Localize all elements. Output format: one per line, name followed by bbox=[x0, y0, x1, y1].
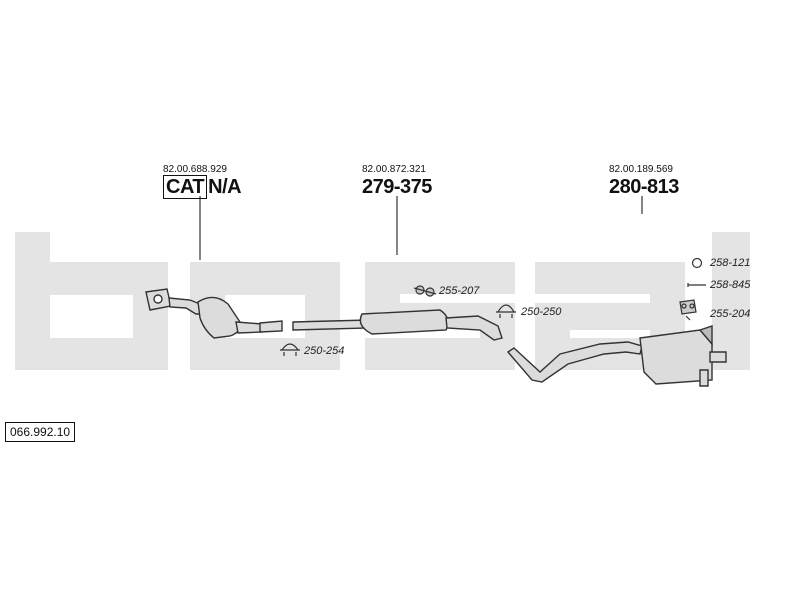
ring-gasket-icon bbox=[691, 257, 703, 269]
accessory-ref[interactable]: 250-250 bbox=[521, 306, 562, 318]
cat-box-label: CAT bbox=[163, 175, 208, 199]
mounting-bracket-icon bbox=[679, 299, 697, 321]
oem-number: 82.00.189.569 bbox=[609, 164, 673, 175]
part-number[interactable]: 280-813 bbox=[609, 176, 679, 198]
diagram-code: 066.992.10 bbox=[5, 422, 76, 442]
accessory-ref[interactable]: 255-204 bbox=[710, 308, 751, 320]
accessory-ref[interactable]: 255-207 bbox=[439, 285, 480, 297]
clamp-icon bbox=[280, 343, 300, 356]
accessory-ref[interactable]: 250-254 bbox=[304, 345, 345, 357]
part-number[interactable]: 279-375 bbox=[362, 176, 432, 198]
catalytic-converter bbox=[145, 288, 283, 339]
accessory-ref[interactable]: 258-845 bbox=[710, 279, 751, 291]
part-number-text: N/A bbox=[208, 176, 242, 198]
oem-number: 82.00.872.321 bbox=[362, 164, 426, 175]
rear-silencer bbox=[506, 325, 727, 387]
clamp-icon bbox=[496, 304, 516, 318]
rubber-hanger-icon bbox=[413, 285, 437, 297]
bolt-icon bbox=[687, 283, 706, 287]
accessory-ref[interactable]: 258-121 bbox=[710, 257, 751, 269]
oem-number: 82.00.688.929 bbox=[163, 164, 227, 175]
middle-silencer bbox=[292, 309, 503, 341]
